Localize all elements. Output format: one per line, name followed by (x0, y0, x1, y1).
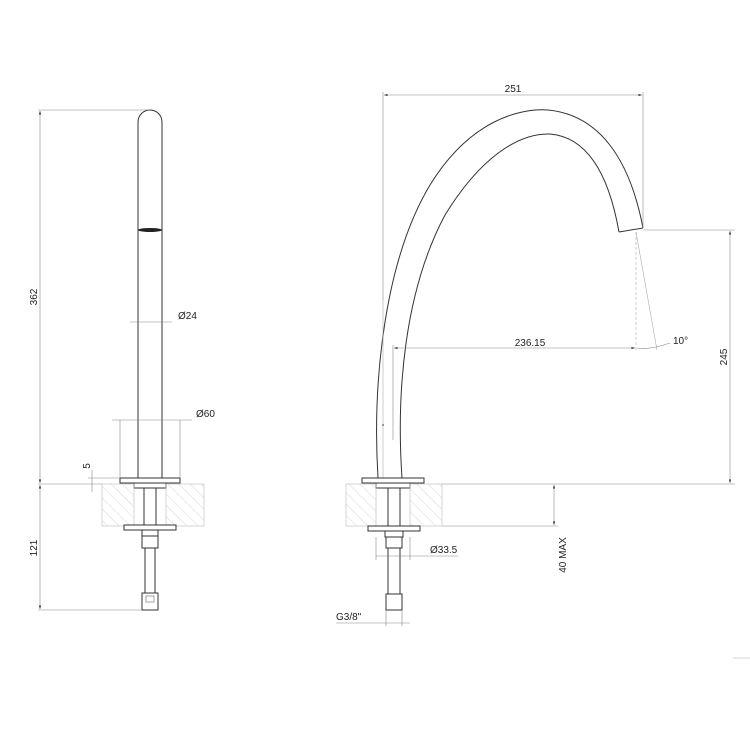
dim-under-deck-length: 121 (29, 539, 40, 556)
front-view: 362 Ø24 Ø60 5 121 (29, 109, 215, 611)
deck-left-section (101, 483, 135, 527)
hose-connector-side (385, 593, 403, 611)
side-view: 251 236.15 10° 245 40 MAX Ø33.5 G3/8" (336, 84, 735, 626)
dim-base-thickness: 5 (82, 463, 93, 469)
mounting-washer (123, 524, 177, 531)
deck-left-section-side (345, 483, 377, 527)
dim-spout-reach: 236.15 (515, 338, 546, 349)
dim-shank-diameter: Ø33.5 (430, 545, 458, 556)
dim-reach: 251 (505, 84, 522, 95)
faucet-body-front (137, 109, 163, 478)
dim-body-diameter: Ø24 (178, 311, 197, 322)
dim-connection-thread: G3/8" (336, 612, 362, 623)
dim-base-diameter: Ø60 (196, 409, 215, 420)
deck-right-section-side (409, 483, 443, 527)
aerator-icon (138, 228, 162, 232)
spout-inner-curve (399, 133, 620, 479)
base-flange-side (361, 477, 425, 484)
base-flange (119, 477, 181, 484)
nut (141, 529, 159, 537)
dim-spout-angle: 10° (673, 336, 688, 347)
spout-outer-curve (376, 109, 644, 479)
dim-total-height: 362 (29, 288, 40, 305)
deck-right-section (165, 483, 205, 527)
dim-spout-height: 245 (719, 348, 730, 365)
dim-deck-thickness: 40 MAX (558, 537, 569, 573)
base-collar (133, 482, 167, 489)
